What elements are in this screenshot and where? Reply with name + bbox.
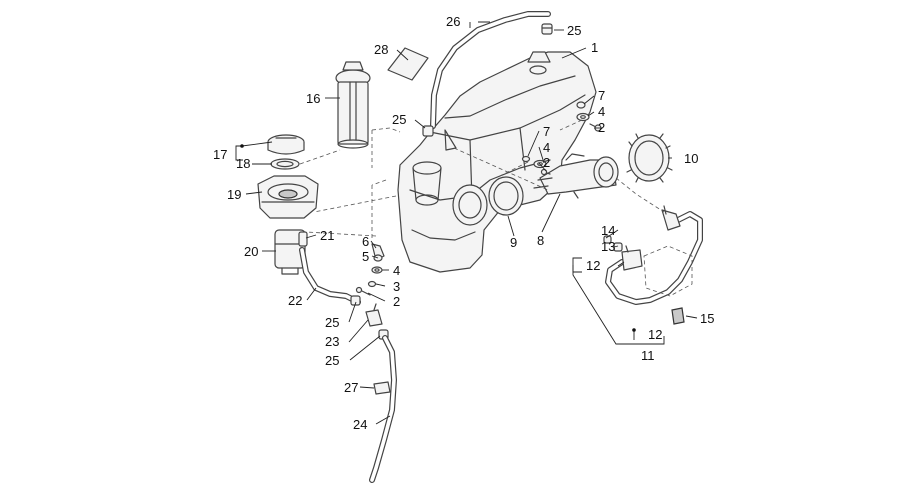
- hose-clip-top: [541, 23, 553, 35]
- callout-10: 10: [684, 151, 698, 166]
- callout-6: 6: [362, 234, 369, 249]
- callout-17: 17: [213, 147, 227, 162]
- callout-4-left: 4: [393, 263, 400, 278]
- callout-26: 26: [446, 14, 460, 29]
- callout-12-lower: 12: [648, 327, 662, 342]
- callout-2-left: 2: [393, 294, 400, 309]
- bushing: [367, 280, 377, 288]
- fuel-pump: [533, 153, 619, 199]
- assembly-guide-lines: [299, 119, 665, 238]
- callout-22: 22: [288, 293, 302, 308]
- cap-15: [671, 307, 685, 325]
- drain-fitting: [298, 231, 308, 247]
- callout-23: 23: [325, 334, 339, 349]
- callout-11: 11: [641, 348, 655, 363]
- quick-connector-lower: [621, 245, 643, 271]
- callout-28: 28: [374, 42, 388, 57]
- callout-25-tank: 25: [392, 112, 406, 127]
- callout-9: 9: [510, 235, 517, 250]
- cap-seal: [270, 158, 300, 170]
- callout-25-lower: 25: [325, 353, 339, 368]
- hose-clip-tank: [422, 125, 434, 137]
- callout-25-drain: 25: [325, 315, 339, 330]
- callout-3: 3: [393, 279, 400, 294]
- callout-20: 20: [244, 244, 258, 259]
- tee-connector: [365, 303, 383, 327]
- overflow-hose: [369, 335, 397, 483]
- callout-7-upper: 7: [598, 88, 605, 103]
- callout-16: 16: [306, 91, 320, 106]
- callout-2-middle: 2: [543, 155, 550, 170]
- sealing-ring: [488, 176, 524, 216]
- screw-middle: [540, 168, 551, 176]
- callout-24: 24: [353, 417, 367, 432]
- filler-cap: [267, 134, 305, 155]
- callout-15: 15: [700, 311, 714, 326]
- washer-left: [371, 266, 383, 274]
- callout-4-upper: 4: [598, 104, 605, 119]
- callout-5: 5: [362, 249, 369, 264]
- callout-12-upper: 12: [586, 258, 600, 273]
- bush-upper: [576, 101, 586, 109]
- callout-2-upper: 2: [598, 120, 605, 135]
- hose-holder: [373, 381, 391, 395]
- hose-clip-drain: [350, 295, 361, 306]
- callout-27: 27: [344, 380, 358, 395]
- washer-upper: [576, 112, 590, 122]
- callout-7-middle: 7: [543, 124, 550, 139]
- fuel-supply-hose: [605, 211, 703, 305]
- callout-8: 8: [537, 233, 544, 248]
- group-bracket-11: [572, 257, 665, 345]
- drain-hose: [299, 247, 361, 305]
- group-bracket-17: [235, 141, 273, 161]
- quick-connector-upper: [661, 205, 681, 231]
- warning-label: [387, 47, 429, 81]
- filler-bowl: [257, 175, 319, 219]
- throttle-body-outline: [643, 245, 693, 297]
- bush-middle: [521, 155, 531, 163]
- leader-lines: [245, 21, 698, 425]
- callout-21: 21: [320, 228, 334, 243]
- screw-left: [355, 286, 371, 296]
- callout-1: 1: [591, 40, 598, 55]
- lock-ring: [626, 133, 673, 183]
- callout-13: 13: [601, 239, 615, 254]
- plug-14: [603, 235, 612, 244]
- fuel-tank: [397, 51, 597, 273]
- drain-reservoir: [274, 229, 306, 275]
- callout-18: 18: [236, 156, 250, 171]
- vent-hose: [430, 11, 551, 129]
- callout-19: 19: [227, 187, 241, 202]
- fuel-level-sender: [335, 61, 371, 149]
- callout-25-top: 25: [567, 23, 581, 38]
- callout-4-middle: 4: [543, 140, 550, 155]
- callout-14: 14: [601, 223, 615, 238]
